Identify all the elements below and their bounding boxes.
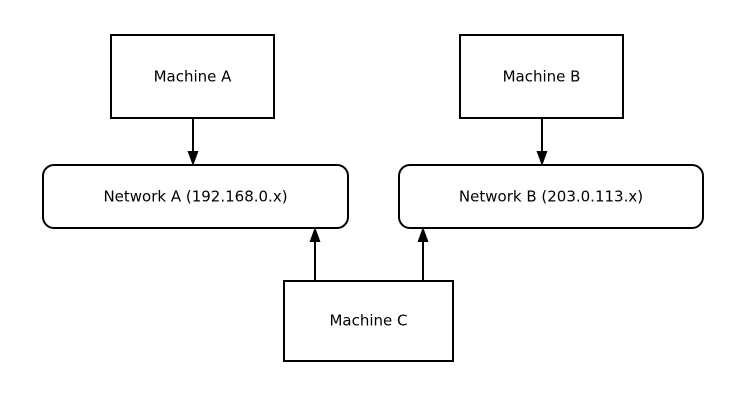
node-machine-c-label: Machine C: [329, 312, 407, 330]
node-machine-a[interactable]: Machine A: [110, 34, 275, 119]
node-machine-a-label: Machine A: [154, 68, 233, 86]
arrowhead-down-icon: [536, 151, 548, 166]
edge-machine-c-to-network-a: [309, 227, 321, 281]
node-network-b-shape: [398, 164, 704, 229]
node-network-a-shape: [42, 164, 349, 229]
arrowhead-up-icon: [309, 227, 321, 242]
node-machine-a-shape: [110, 34, 275, 119]
node-network-a-label: Network A (192.168.0.x): [103, 188, 287, 206]
node-machine-c[interactable]: Machine C: [283, 280, 454, 362]
node-machine-b[interactable]: Machine B: [459, 34, 624, 119]
edge-machine-b-to-network-b: [536, 118, 548, 166]
node-machine-c-shape: [283, 280, 454, 362]
node-network-b-label: Network B (203.0.113.x): [459, 188, 643, 206]
arrowhead-down-icon: [187, 151, 199, 166]
arrowhead-up-icon: [417, 227, 429, 242]
node-machine-b-label: Machine B: [503, 68, 581, 86]
node-network-a[interactable]: Network A (192.168.0.x): [42, 164, 349, 229]
node-machine-b-shape: [459, 34, 624, 119]
edge-machine-c-to-network-b: [417, 227, 429, 281]
node-network-b[interactable]: Network B (203.0.113.x): [398, 164, 704, 229]
edge-machine-a-to-network-a: [187, 118, 199, 166]
